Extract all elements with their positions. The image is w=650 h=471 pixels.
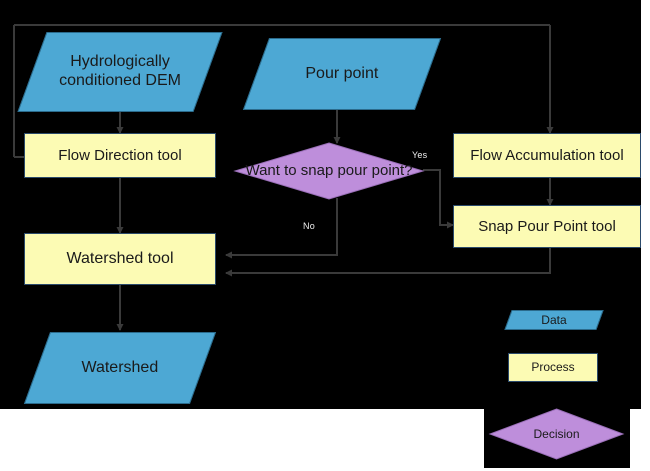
legend-decision-diamond-shape <box>488 408 625 460</box>
node-hydrologically-conditioned-dem[interactable]: Hydrologically conditioned DEM <box>17 32 223 112</box>
node-pour-point[interactable]: Pour point <box>242 38 442 110</box>
node-watershed[interactable]: Watershed <box>23 332 217 404</box>
legend-label-decision: Decision <box>533 426 580 441</box>
decision-diamond-shape <box>233 142 425 200</box>
node-label: Want to snap pour point? <box>245 162 413 180</box>
node-flow-accumulation-tool[interactable]: Flow Accumulation tool <box>453 133 641 178</box>
node-label: Flow Direction tool <box>58 146 182 164</box>
legend-item-decision: Decision <box>488 408 625 460</box>
node-snap-pour-point-tool[interactable]: Snap Pour Point tool <box>453 205 641 248</box>
legend-item-data: Data <box>504 310 604 330</box>
edge-label-no: No <box>303 221 315 231</box>
node-flow-direction-tool[interactable]: Flow Direction tool <box>24 133 216 178</box>
legend-label-data: Data <box>541 312 567 327</box>
node-decision-want-to-snap-pour-point[interactable]: Want to snap pour point? <box>233 142 425 200</box>
legend-label-process: Process <box>531 360 575 375</box>
legend-item-process: Process <box>508 353 598 382</box>
node-label: Flow Accumulation tool <box>470 146 624 164</box>
node-label: Watershed tool <box>66 249 174 267</box>
node-watershed-tool[interactable]: Watershed tool <box>24 233 216 285</box>
node-label: Watershed <box>81 358 159 376</box>
node-label: Snap Pour Point tool <box>478 217 616 235</box>
edge-label-yes: Yes <box>412 150 428 160</box>
node-label: Pour point <box>305 64 379 82</box>
node-label: Hydrologically conditioned DEM <box>59 53 181 89</box>
